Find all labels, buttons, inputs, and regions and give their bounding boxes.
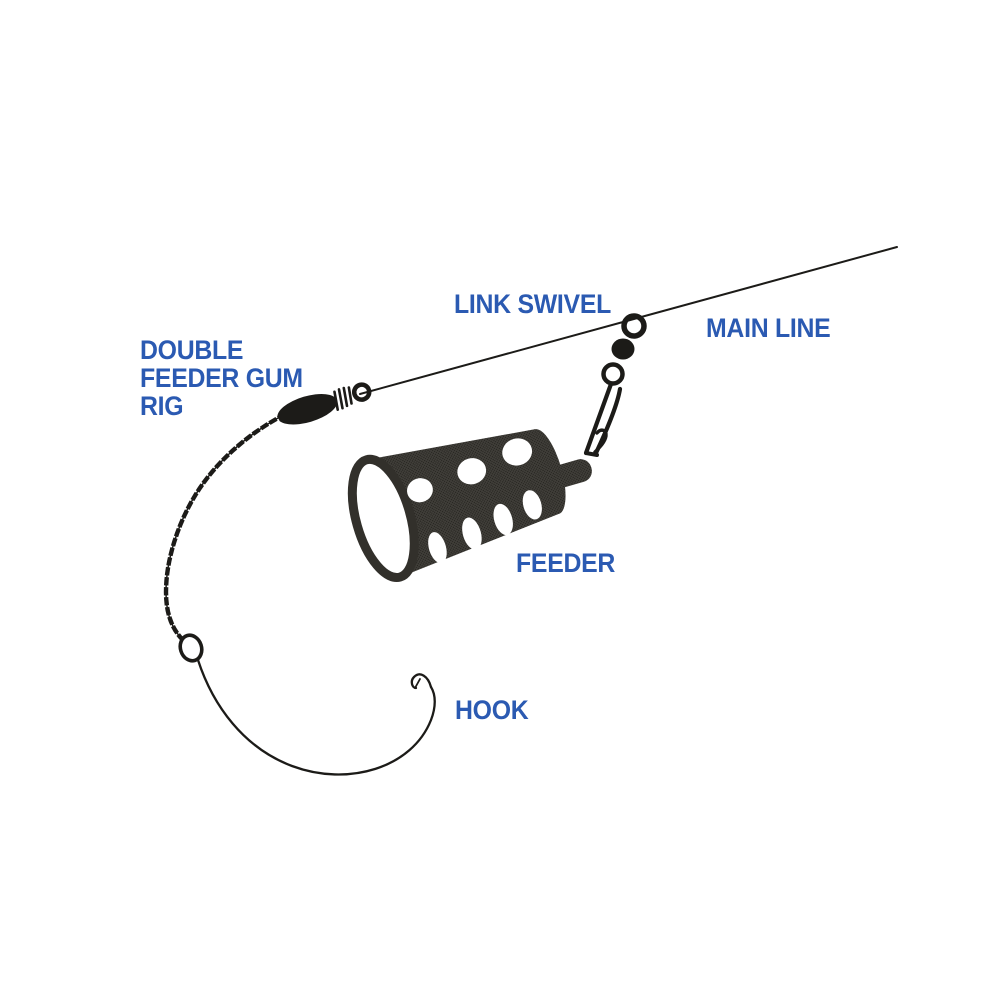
- feeder-mouth: [347, 454, 419, 583]
- hook-barb: [414, 678, 421, 689]
- gum-swivel-bead: [277, 382, 372, 425]
- feeder-stem: [546, 459, 592, 489]
- feeder-gum-twist: [162, 415, 281, 641]
- snap-link-clip: [583, 381, 623, 457]
- gum-loop-knot: [178, 633, 204, 663]
- main-line-label: MAIN LINE: [706, 313, 831, 343]
- link-swivel-hardware: [583, 313, 647, 457]
- feeder-cage: [347, 429, 592, 583]
- gum-coil: [333, 386, 353, 411]
- swivel-barrel-bead: [611, 338, 635, 360]
- gum-ring: [351, 382, 372, 402]
- feeder-label: FEEDER: [516, 548, 616, 578]
- feeder-holes-top: [407, 438, 533, 503]
- link-swivel-label: LINK SWIVEL: [454, 289, 612, 319]
- hook-wire: [196, 658, 436, 776]
- swivel-top-ring: [621, 313, 647, 339]
- swivel-bottom-ring: [601, 362, 625, 386]
- feeder-holes-bottom: [428, 490, 542, 564]
- hook-point: [410, 673, 433, 690]
- rig-title-label: DOUBLE FEEDER GUM RIG: [140, 335, 303, 421]
- hook-label: HOOK: [455, 695, 529, 725]
- hooklink-and-hook: [196, 658, 436, 776]
